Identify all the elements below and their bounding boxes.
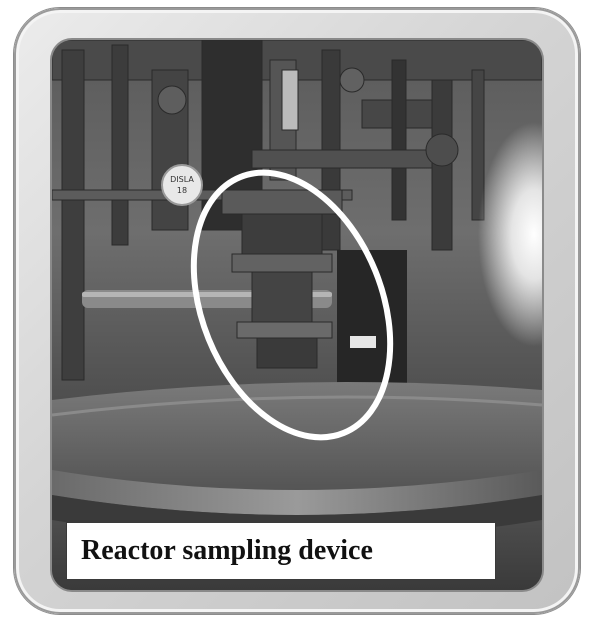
caption-text: Reactor sampling device <box>81 535 373 566</box>
highlight-ellipse <box>190 169 394 441</box>
caption-box: Reactor sampling device <box>66 522 496 580</box>
svg-text:DISLA: DISLA <box>170 175 194 184</box>
reactor-rim <box>52 470 542 515</box>
equipment-tag <box>161 164 203 206</box>
sampling-valve <box>221 189 343 369</box>
light-glare <box>382 100 542 420</box>
reactor-photo: DISLA 18 <box>52 40 542 590</box>
svg-text:18: 18 <box>177 186 187 195</box>
